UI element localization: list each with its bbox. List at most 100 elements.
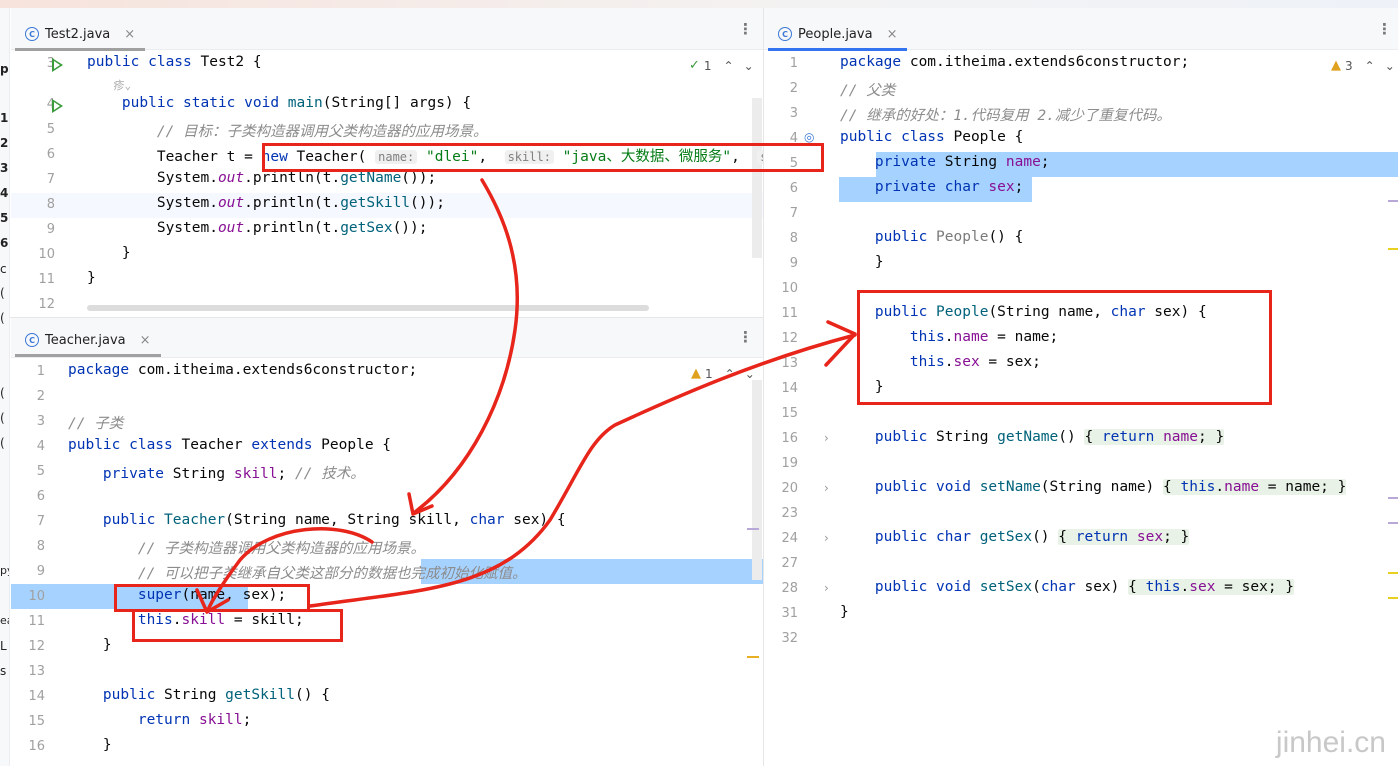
param-hint: name: [375,150,418,164]
code-text: System.out.println(t.getName()); [87,170,437,186]
inspection-count: 3 [1345,58,1353,73]
line-number: 7 [36,514,45,529]
scroll-marker [1388,572,1398,574]
code-text: } [68,637,112,653]
fold-chevron-icon[interactable]: › [824,481,829,495]
code-line: 24 › public char getSex() { return sex; … [764,527,1398,552]
line-number: 5 [46,122,55,137]
tab-test2-java[interactable]: C Test2.java × [15,18,146,51]
inspection-indicator[interactable]: ✓ 1 ⌃ ⌄ [689,58,754,73]
line-number: 28 [781,581,798,596]
code-line: 20 › public void setName(String name) { … [764,477,1398,502]
test2-code-area[interactable]: 3 public class Test2 { 疹⌄ 4 public stati… [11,52,763,317]
line-number: 12 [38,297,55,312]
teacher-code-area[interactable]: 1 package com.itheima.extends6constructo… [11,360,763,766]
edge-char: 3 [0,161,9,175]
line-number: 3 [46,56,55,71]
code-line: 23 [764,502,1398,527]
line-number: 14 [781,381,798,396]
teacher-tab-bar: C Teacher.java × ⋮ [11,318,763,358]
code-text: 疹⌄ [87,79,132,92]
line-number: 23 [781,506,798,521]
line-number: 5 [789,156,798,171]
tab-underline [15,354,161,357]
run-icon[interactable] [52,99,63,113]
code-line: 7 System.out.println(t.getName()); [11,168,763,193]
code-text: public People() { [874,229,1024,245]
class-icon: C [25,27,39,41]
tab-label: Teacher.java [45,332,126,348]
run-icon[interactable] [52,58,63,72]
line-number: 11 [38,272,55,287]
code-line: 15 return skill; [11,710,763,735]
code-text: package com.itheima.extends6constructor; [68,362,418,378]
code-text: public class Teacher extends People { [68,437,392,453]
code-line: 9 // 可以把子类继承自父类这部分的数据也完成初始化赋值。 [11,560,763,585]
line-number: 1 [789,56,798,71]
line-number: 10 [781,281,798,296]
code-line: 7 public Teacher(String name, String ski… [11,510,763,535]
code-text: this.skill = skill; [137,612,304,628]
line-number: 8 [46,197,55,212]
fold-chevron-icon[interactable]: › [824,531,829,545]
line-number: 12 [28,639,45,654]
code-text: public class People { [840,129,1024,145]
pane-divider[interactable] [10,317,763,318]
code-line: 13 [11,660,763,685]
inspection-count: 1 [703,58,712,73]
line-number: 14 [28,689,45,704]
code-text: public void setName(String name) { this.… [874,479,1347,495]
code-line: 7 [764,202,1398,227]
code-line: 4 ◎ public class People { [764,127,1398,152]
class-icon: C [778,27,792,41]
more-options-icon[interactable]: ⋮ [1377,20,1392,38]
line-number: 32 [781,631,798,646]
code-text: this.sex = sex; [909,354,1041,370]
line-number: 2 [789,81,798,96]
line-number: 9 [789,256,798,271]
next-highlight-icon[interactable]: ⌄ [1384,58,1395,73]
line-number: 13 [28,664,45,679]
param-hint: skill: [504,150,554,164]
line-number: 15 [28,714,45,729]
code-text: } [87,245,131,261]
more-options-icon[interactable]: ⋮ [738,20,753,38]
inspection-indicator[interactable]: ▲ 3 ⌃ ⌄ [1331,58,1395,73]
next-highlight-icon[interactable]: ⌄ [743,58,754,73]
close-icon[interactable]: × [124,26,136,42]
prev-highlight-icon[interactable]: ⌃ [723,58,734,73]
code-line: 5 // 目标：子类构造器调用父类构造器的应用场景。 [11,118,763,143]
code-text: public class Test2 { [87,54,262,70]
code-text: // 继承的好处：1.代码复用 2.减少了重复代码。 [840,108,1171,124]
code-text: System.out.println(t.getSex()); [87,220,428,236]
more-options-icon[interactable]: ⋮ [738,328,753,346]
line-number: 13 [781,356,798,371]
selection-highlight [876,152,1398,177]
close-icon[interactable]: × [886,26,898,42]
warning-icon: ▲ [1331,58,1341,73]
line-number: 8 [789,231,798,246]
edge-char: 1 [0,111,9,125]
code-line: 6 Teacher t = new Teacher( name: "dlei",… [11,143,763,168]
vertical-scrollbar[interactable] [752,98,762,258]
prev-highlight-icon[interactable]: ⌃ [1364,58,1375,73]
tab-teacher-java[interactable]: C Teacher.java × [15,324,161,357]
code-line: 16 › public String getName() { return na… [764,427,1398,452]
code-text: public char getSex() { return sex; } [874,529,1190,545]
scroll-marker [1388,597,1398,599]
project-panel-edge[interactable]: p 1 2 3 4 5 6 c ( ( ( ( ( py ea L s [0,8,10,766]
horizontal-scrollbar[interactable] [87,305,649,311]
code-line: 2 // 父类 [764,77,1398,102]
code-text: } [87,270,96,286]
line-number: 16 [28,739,45,754]
code-line: 1 package com.itheima.extends6constructo… [764,52,1398,77]
people-code-area[interactable]: 1 package com.itheima.extends6constructo… [764,52,1398,766]
code-line: 12 } [11,635,763,660]
close-icon[interactable]: × [139,332,151,348]
inherited-by-icon[interactable]: ◎ [804,130,815,144]
code-line: 8 // 子类构造器调用父类构造器的应用场景。 [11,535,763,560]
tab-people-java[interactable]: C People.java × [768,18,908,51]
code-line: 16 } [11,735,763,760]
fold-chevron-icon[interactable]: › [824,431,829,445]
fold-chevron-icon[interactable]: › [824,581,829,595]
